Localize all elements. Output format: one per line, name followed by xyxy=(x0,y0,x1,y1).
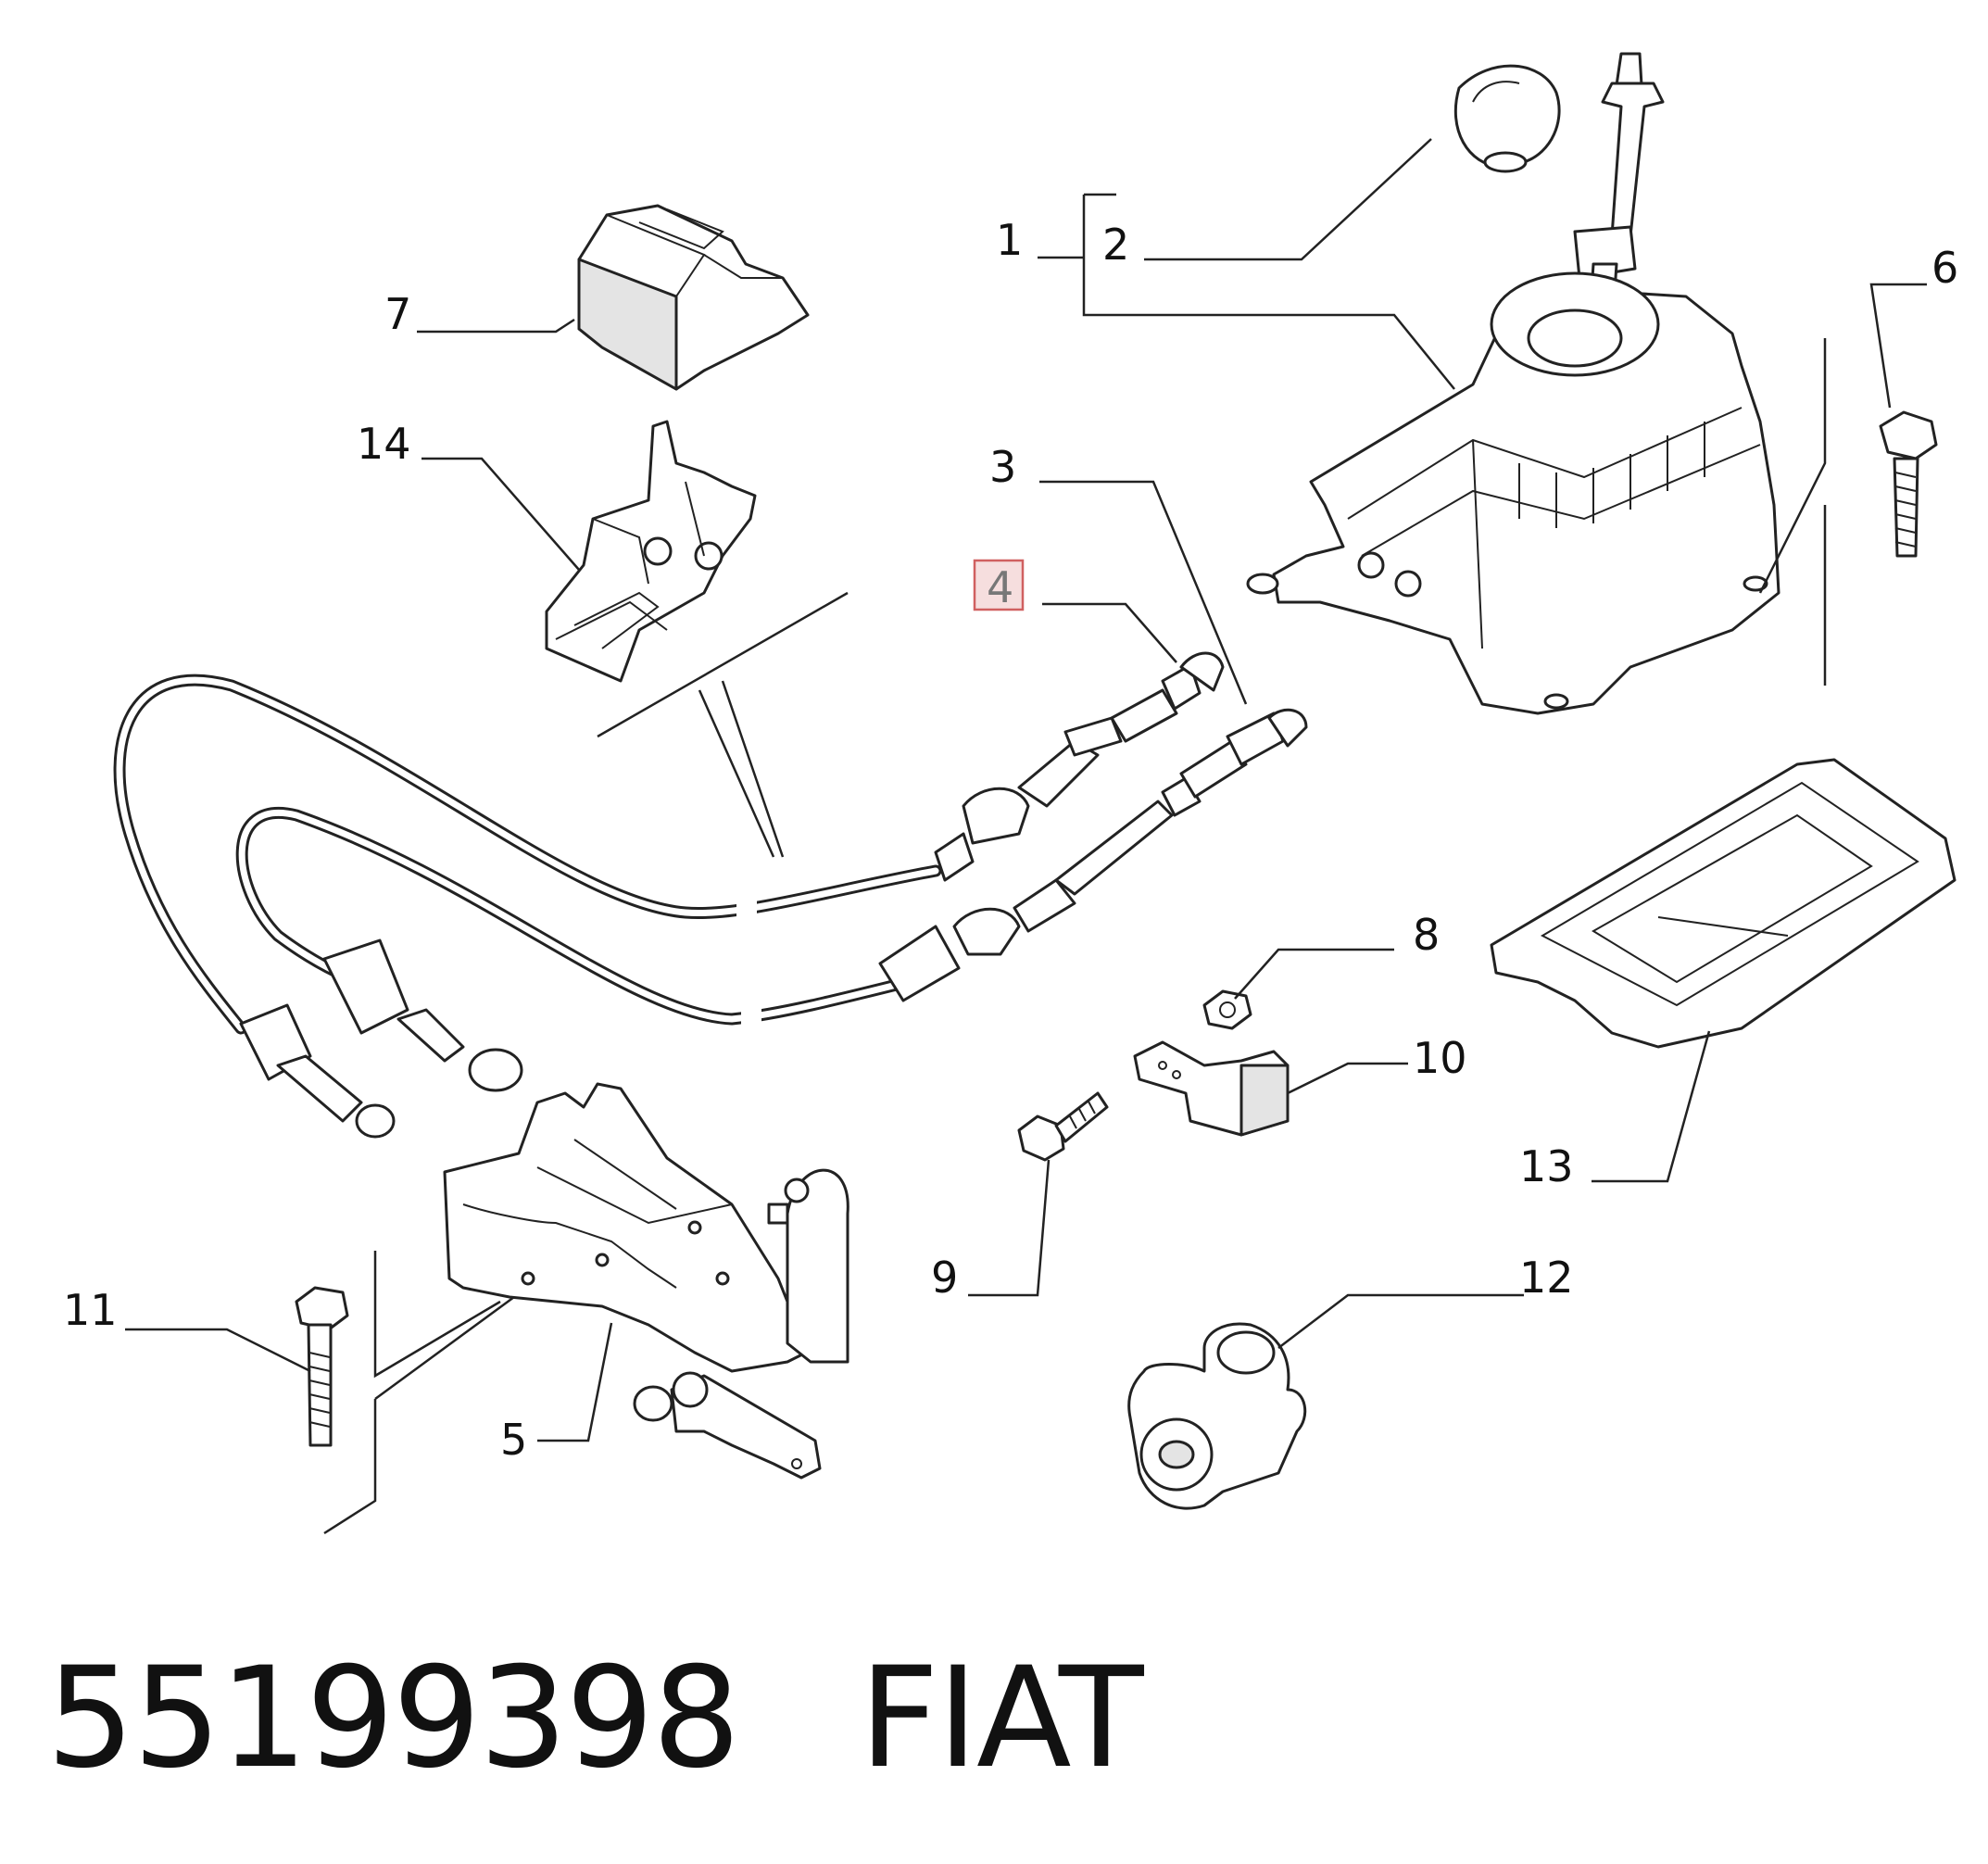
callout-9: 9 xyxy=(931,1253,958,1303)
callout-2: 2 xyxy=(1102,220,1129,270)
part-6-bolt xyxy=(1879,410,1938,558)
part-9-screw xyxy=(1017,1091,1109,1162)
part-3-shift-cable xyxy=(235,708,1308,1092)
part-13-trim-frame xyxy=(1490,758,1957,1049)
callout-8: 8 xyxy=(1413,910,1440,960)
part-14-bracket xyxy=(545,420,757,683)
part-11-bolt xyxy=(295,1286,349,1447)
leader-lines xyxy=(125,138,1927,1442)
part-5-gearbox-bracket xyxy=(443,1082,849,1480)
callout-4: 4 xyxy=(987,562,1013,612)
callout-3: 3 xyxy=(989,442,1016,492)
brand-name: FIAT xyxy=(859,1638,1143,1799)
callout-7: 7 xyxy=(384,289,411,339)
callout-labels: 1 2 3 4 5 6 7 8 9 10 11 12 13 14 xyxy=(63,215,1958,1465)
callout-5: 5 xyxy=(500,1415,527,1465)
part-7-boot-cover xyxy=(577,204,810,391)
assembly-lines xyxy=(323,338,1827,1535)
callout-6: 6 xyxy=(1931,243,1958,293)
callout-10: 10 xyxy=(1413,1033,1467,1083)
part-8-nut xyxy=(1202,989,1252,1030)
callout-1: 1 xyxy=(996,215,1023,265)
footer: 55199398 FIAT xyxy=(46,1626,1144,1811)
part-10-clip xyxy=(1133,1040,1290,1137)
part-number: 55199398 xyxy=(46,1638,740,1799)
part-1-gear-selector xyxy=(1246,52,1780,715)
part-2-knob xyxy=(1453,64,1561,173)
callout-11: 11 xyxy=(63,1285,118,1335)
callout-4-highlight xyxy=(973,559,1025,611)
callout-13: 13 xyxy=(1519,1141,1574,1191)
part-4-selector-cable xyxy=(113,651,1225,1139)
callout-14: 14 xyxy=(357,419,411,469)
callout-12: 12 xyxy=(1519,1253,1574,1303)
part-12-rubber-mount xyxy=(1127,1322,1307,1510)
